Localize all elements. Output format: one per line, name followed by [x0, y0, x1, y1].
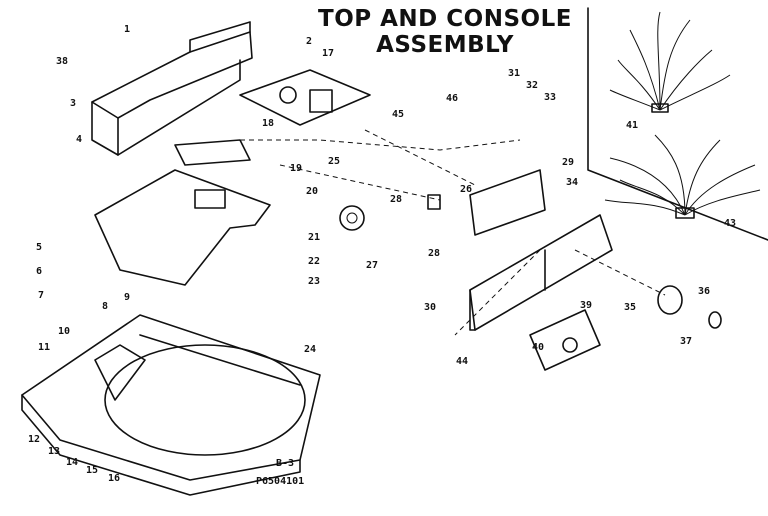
callout-33: 33 — [544, 92, 557, 103]
callout-8: 8 — [102, 301, 109, 312]
figure-id: P6504101 — [256, 476, 305, 487]
callout-7: 7 — [38, 290, 45, 301]
callout-4: 4 — [76, 134, 83, 145]
callout-41: 41 — [626, 120, 639, 131]
callout-40: 40 — [532, 342, 545, 353]
plate-29 — [427, 169, 546, 236]
callout-16: 16 — [108, 473, 121, 484]
callout-18: 18 — [262, 118, 275, 129]
callout-35: 35 — [624, 302, 637, 313]
control-bracket — [94, 139, 271, 286]
callout-24: 24 — [304, 344, 317, 355]
callout-27: 27 — [366, 260, 379, 271]
callout-11: 11 — [38, 342, 51, 353]
diagram-title: TOP AND CONSOLE ASSEMBLY — [300, 6, 590, 58]
callout-10: 10 — [58, 326, 71, 337]
callout-31: 31 — [508, 68, 521, 79]
callout-36: 36 — [698, 286, 711, 297]
callout-28-lower: 28 — [428, 248, 441, 259]
callout-21: 21 — [308, 232, 321, 243]
callout-22: 22 — [308, 256, 321, 267]
callout-20: 20 — [306, 186, 319, 197]
callout-13: 13 — [48, 446, 61, 457]
console-backsplash — [91, 21, 253, 156]
callout-6: 6 — [36, 266, 43, 277]
callout-32: 32 — [526, 80, 539, 91]
pump-27 — [339, 205, 365, 231]
callout-28: 28 — [390, 194, 403, 205]
callout-34: 34 — [566, 177, 579, 188]
callout-9: 9 — [124, 292, 131, 303]
console-panel-30 — [469, 214, 613, 331]
wiring-harness-panel — [587, 7, 768, 241]
title-line-2: ASSEMBLY — [376, 32, 514, 58]
callout-2: 2 — [306, 36, 313, 47]
knobs — [529, 285, 722, 371]
title-line-1: TOP AND CONSOLE — [318, 6, 572, 32]
callout-30: 30 — [424, 302, 437, 313]
callout-12: 12 — [28, 434, 41, 445]
washer-top — [21, 314, 321, 496]
callout-29: 29 — [562, 157, 575, 168]
callout-26: 26 — [460, 184, 473, 195]
assembly-lines — [240, 129, 666, 336]
callout-37: 37 — [680, 336, 693, 347]
callout-15: 15 — [86, 465, 99, 476]
callout-19: 19 — [290, 163, 303, 174]
callout-3: 3 — [70, 98, 77, 109]
callout-1: 1 — [124, 24, 131, 35]
callout-39: 39 — [580, 300, 593, 311]
callout-23: 23 — [308, 276, 321, 287]
callout-43: 43 — [724, 218, 737, 229]
timer-assembly — [239, 69, 371, 126]
callout-46: 46 — [446, 93, 459, 104]
callout-38: 38 — [56, 56, 69, 67]
page-ref: B-3 — [276, 458, 295, 469]
callout-45: 45 — [392, 109, 405, 120]
callout-14: 14 — [66, 457, 79, 468]
callout-44: 44 — [456, 356, 469, 367]
callout-17: 17 — [322, 48, 335, 59]
callout-25: 25 — [328, 156, 341, 167]
callout-5: 5 — [36, 242, 43, 253]
